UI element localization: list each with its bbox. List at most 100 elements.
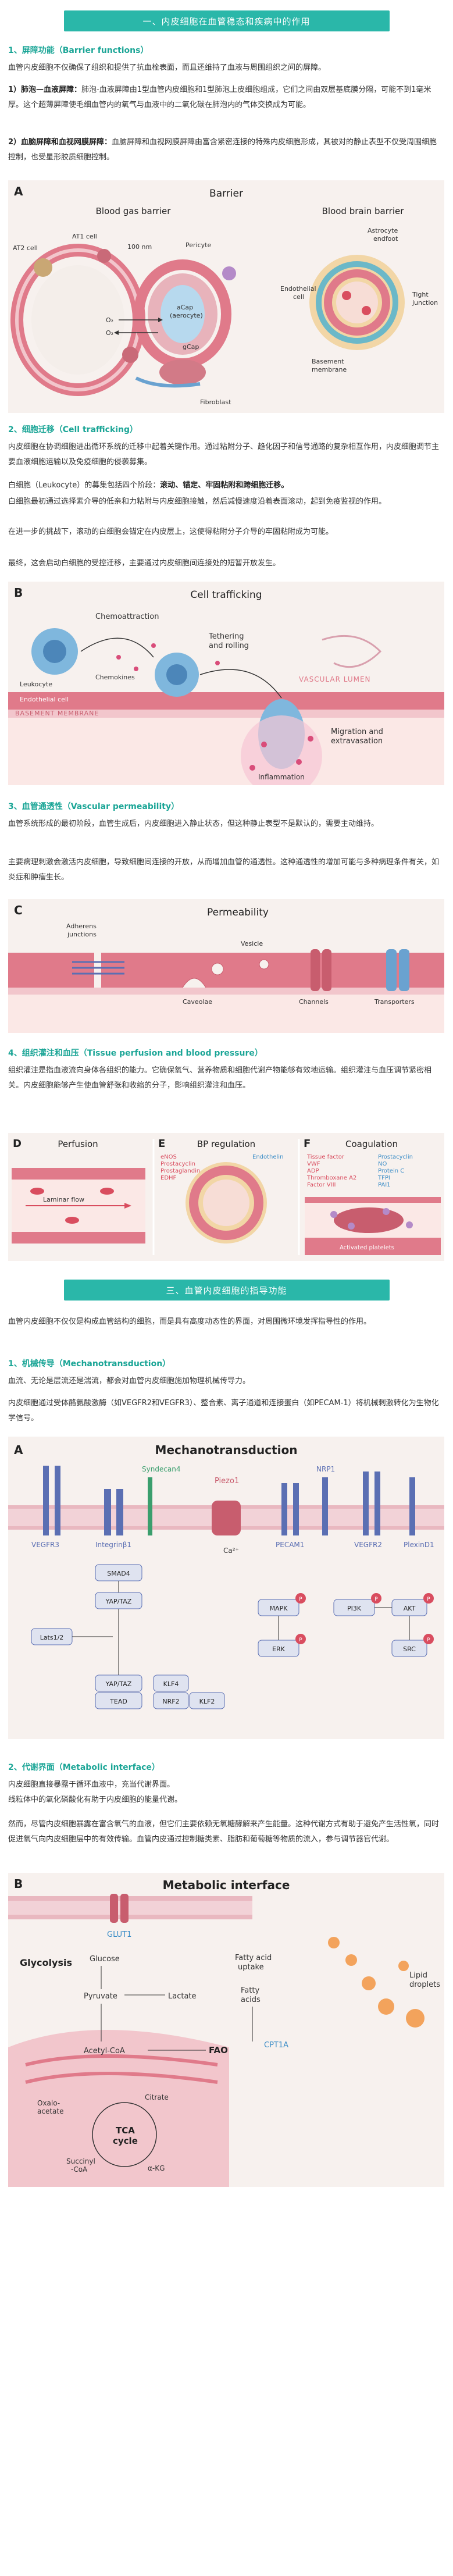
- label-gcap: gCap: [183, 343, 199, 351]
- label-coag-prostacyclin: Prostacyclin: [378, 1154, 413, 1160]
- label-syndecan4: Syndecan4: [142, 1465, 181, 1473]
- trafficking-heading: 2、细胞迁移（Cell trafficking）: [8, 425, 138, 434]
- label-integrin: Integrinβ1: [95, 1541, 131, 1549]
- figure-perfusion-svg: D Perfusion E BP regulation F Coagulatio…: [8, 1133, 444, 1261]
- label-inflammation: Inflammation: [258, 773, 305, 781]
- node-nrf2: NRF2: [162, 1698, 179, 1705]
- label-migration: Migration and: [331, 728, 383, 736]
- label-succinyl: Succinyl: [66, 2157, 95, 2165]
- node-akt: AKT: [404, 1605, 416, 1612]
- label-vegfr2: VEGFR2: [354, 1541, 382, 1549]
- metabolic-paragraph-2: 线粒体中的氧化磷酸化有助于内皮细胞的能量代谢。: [8, 1795, 183, 1804]
- label-uptake: uptake: [238, 1963, 264, 1972]
- label-nrp1: NRP1: [316, 1465, 335, 1473]
- figure-barrier-right-title: Blood brain barrier: [322, 206, 405, 216]
- mechano-paragraph-1: 血流、无论是层流还是湍流，都会对血管内皮细胞施加物理机械传导力。: [8, 1377, 251, 1385]
- label-glut1: GLUT1: [107, 1930, 131, 1939]
- node-src: SRC: [403, 1645, 416, 1653]
- label-cell: cell: [293, 293, 304, 301]
- figure-metabolic-svg: B Metabolic interface GLUT1 Glycolysis G…: [8, 1873, 444, 2187]
- label-tethering: Tethering: [208, 632, 244, 641]
- label-junctions: junctions: [67, 931, 97, 938]
- phospho-src: P: [427, 1637, 430, 1643]
- label-oxalo: Oxalo-: [37, 2099, 60, 2107]
- label-cpt1a: CPT1A: [264, 2041, 288, 2050]
- figure-metabolic: B Metabolic interface GLUT1 Glycolysis G…: [8, 1873, 444, 2187]
- phospho-pi3k: P: [374, 1597, 378, 1602]
- figure-d-title: Perfusion: [58, 1139, 98, 1149]
- label-and-rolling: and rolling: [209, 642, 249, 650]
- node-tead: TEAD: [109, 1698, 127, 1705]
- label-fatty: Fatty: [241, 1986, 259, 1995]
- figure-e-title: BP regulation: [197, 1139, 255, 1149]
- phospho-erk: P: [299, 1637, 302, 1643]
- barrier-paragraph-1: 血管内皮细胞不仅确保了组织和提供了抗血栓表面，而且还维持了血液与周围组织之间的屏…: [8, 63, 326, 72]
- barrier-paragraph-2-lead: 1）肺泡—血液屏障：: [8, 85, 82, 94]
- label-pai1: PAI1: [378, 1182, 391, 1188]
- label-tissue-factor: Tissue factor: [306, 1154, 345, 1160]
- label-endothelial-cell: Endothelial cell: [20, 696, 69, 703]
- label-edhf: EDHF: [160, 1175, 177, 1181]
- figure-permeability-letter: C: [14, 903, 23, 917]
- figure-barrier-svg: A Barrier Blood gas barrier Blood brain …: [8, 180, 444, 413]
- section1-banner-title: 一、内皮细胞在血管稳态和疾病中的作用: [63, 10, 390, 31]
- label-adp: ADP: [307, 1168, 319, 1174]
- figure-barrier-left-title: Blood gas barrier: [96, 206, 172, 216]
- figure-mechano-title: Mechanotransduction: [155, 1443, 298, 1457]
- section1-banner: 一、内皮细胞在血管稳态和疾病中的作用: [0, 8, 453, 34]
- blood-gas-barrier-drawing: [10, 244, 236, 396]
- at2-cell-shape: [34, 258, 52, 277]
- label-extravasation: extravasation: [331, 737, 383, 746]
- label-droplets: droplets: [409, 1980, 440, 1989]
- label-endothelial: Endothelial: [280, 285, 316, 293]
- label-citrate: Citrate: [145, 2093, 169, 2101]
- label-prostaglandin: Prostaglandin: [160, 1168, 200, 1174]
- label-enos: eNOS: [160, 1154, 177, 1160]
- figure-barrier-title: Barrier: [209, 188, 243, 199]
- figure-f-letter: F: [304, 1138, 311, 1150]
- barrier-paragraph-3-text: 血脑屏障和血视网膜屏障由富含紧密连接的特殊内皮细胞形成，其被对的静止表型不仅受周…: [8, 138, 437, 162]
- figure-mechano: A Mechanotransduction Syndecan4 Piezo1 N…: [8, 1437, 444, 1739]
- label-glycolysis: Glycolysis: [20, 1957, 72, 1968]
- node-yap-taz-top: YAP/TAZ: [105, 1598, 132, 1605]
- figure-metabolic-title: Metabolic interface: [163, 1878, 290, 1892]
- label-laminar-flow: Laminar flow: [43, 1196, 84, 1203]
- label-chemoattraction: Chemoattraction: [95, 612, 159, 621]
- label-junction: junction: [412, 299, 438, 307]
- label-membrane: membrane: [312, 366, 347, 373]
- label-endfoot: endfoot: [373, 235, 398, 243]
- node-lats: Lats1/2: [40, 1634, 64, 1641]
- label-100nm: 100 nm: [127, 243, 152, 251]
- label-vegfr3: VEGFR3: [31, 1541, 59, 1549]
- label-cycle: cycle: [113, 2136, 138, 2146]
- label-acetyl-coa: Acetyl-CoA: [84, 2047, 125, 2055]
- figure-mechano-letter: A: [14, 1443, 23, 1457]
- label-o2-in: O₂: [106, 316, 113, 324]
- trafficking-paragraph-2-text: 白细胞（Leukocyte）的募集包括四个阶段：: [8, 481, 160, 490]
- node-pi3k: PI3K: [347, 1605, 362, 1612]
- label-lactate: Lactate: [168, 1992, 197, 2001]
- barrier-paragraph-2-text: 肺泡-血液屏障由1型血管内皮细胞和1型肺泡上皮细胞组成，它们之间由双层基底膜分隔…: [8, 85, 431, 109]
- figure-d-letter: D: [13, 1138, 22, 1150]
- figure-perfusion-bp-coagulation: D Perfusion E BP regulation F Coagulatio…: [8, 1133, 444, 1261]
- label-activated-platelets: Activated platelets: [340, 1245, 394, 1251]
- blood-brain-barrier-drawing: [309, 255, 405, 350]
- label-transporters: Transporters: [374, 998, 415, 1006]
- red-cell-shape: [322, 635, 382, 668]
- label-at2-cell: AT2 cell: [13, 244, 38, 252]
- trafficking-paragraph-2-stages: 滚动、锚定、牢固粘附和跨细胞迁移。: [160, 481, 289, 490]
- label-no: NO: [378, 1161, 387, 1167]
- label-pecam1: PECAM1: [276, 1541, 304, 1549]
- label-acids: acids: [241, 1996, 261, 2004]
- trafficking-paragraph-3: 白细胞最初通过选择素介导的低亲和力粘附与内皮细胞接触，然后减慢速度沿着表面滚动，…: [8, 497, 387, 506]
- label-endothelin: Endothelin: [252, 1154, 283, 1160]
- label-at1-cell: AT1 cell: [72, 233, 97, 240]
- label-channels: Channels: [299, 998, 329, 1006]
- gcap-shape: [159, 359, 206, 385]
- section2-banner-title: 三、血管内皮细胞的指导功能: [63, 1280, 390, 1301]
- acap-shape: [160, 285, 205, 343]
- label-basement-membrane: BASEMENT MEMBRANE: [15, 710, 99, 717]
- label-tfpi: TFPI: [377, 1175, 390, 1181]
- figure-trafficking-title: Cell trafficking: [190, 589, 262, 601]
